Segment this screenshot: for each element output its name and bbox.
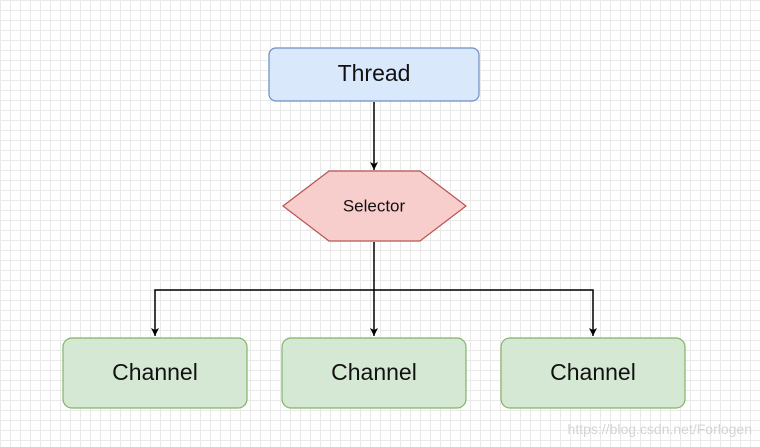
selector-label: Selector xyxy=(343,196,406,215)
channel-node-3[interactable]: Channel xyxy=(500,337,686,409)
thread-node[interactable]: Thread xyxy=(268,47,480,102)
edge-selector-channel-1 xyxy=(151,289,374,336)
selector-hexagon xyxy=(282,170,467,242)
watermark-text: https://blog.csdn.net/Forlogen xyxy=(567,421,752,437)
channel-box-1 xyxy=(62,337,248,409)
edge-selector-channel-3 xyxy=(374,289,597,336)
channel-label-2: Channel xyxy=(331,359,417,385)
thread-label: Thread xyxy=(338,60,411,86)
channel-node-1[interactable]: Channel xyxy=(62,337,248,409)
channel-box-2 xyxy=(281,337,467,409)
thread-box xyxy=(268,47,480,102)
channel-label-1: Channel xyxy=(112,359,198,385)
channel-node-2[interactable]: Channel xyxy=(281,337,467,409)
connectors xyxy=(151,102,597,336)
channel-label-3: Channel xyxy=(550,359,636,385)
channel-box-3 xyxy=(500,337,686,409)
selector-node[interactable]: Selector xyxy=(282,170,467,242)
